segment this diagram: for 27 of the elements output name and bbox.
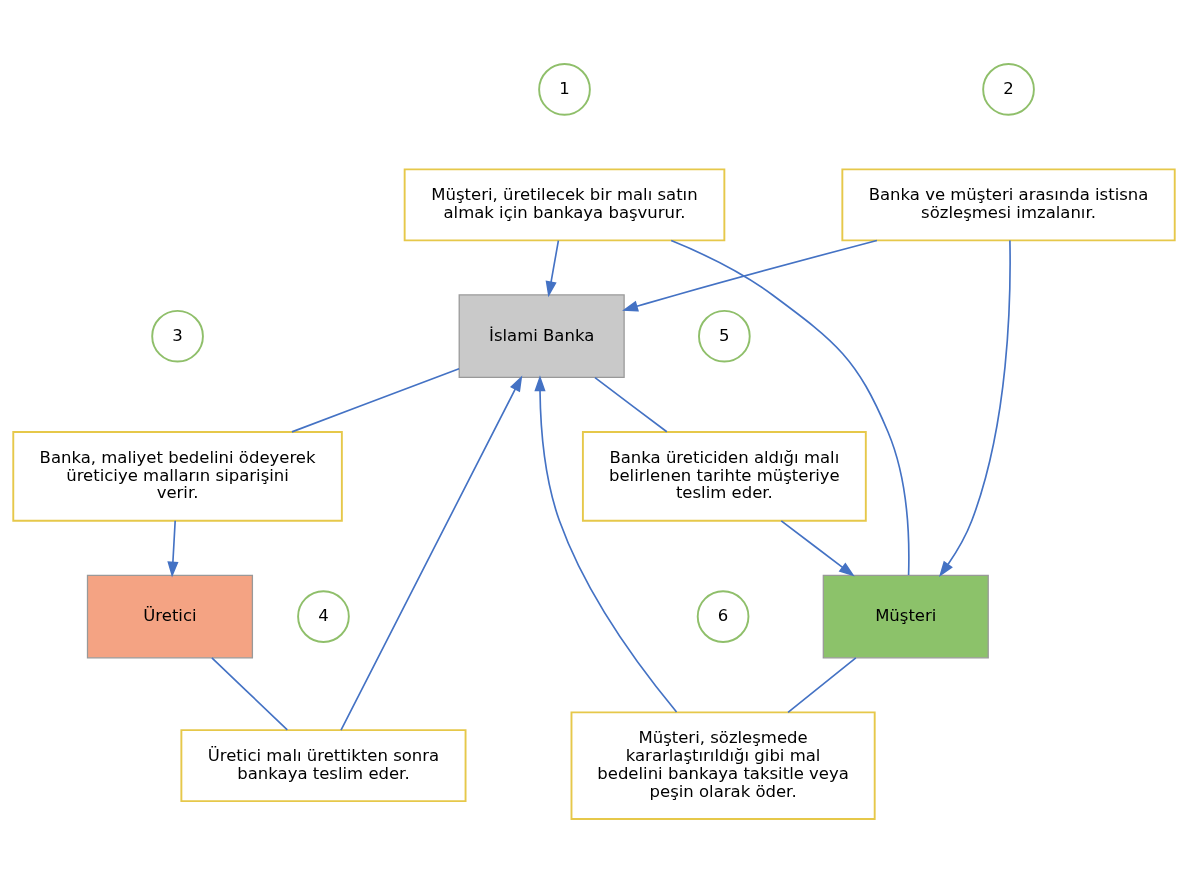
connector [594,376,668,433]
node-circle: 4 [297,589,350,643]
node-box: Müşteri [822,574,989,658]
arrow [534,374,678,713]
connector [291,367,460,433]
node-box: Banka ve müşteri arasında istisna sözleşmesi imzalanır. [841,167,1176,241]
node-box: Banka, maliyet bedelini ödeyerek üreticiye malların siparişini verir. [12,430,343,522]
node-circle: 1 [538,62,591,116]
node-box: Üretici [86,574,254,658]
node-circle: 2 [982,62,1035,116]
arrow [340,374,523,731]
arrow [939,239,1011,577]
node-circle: 3 [151,309,204,362]
node-box: Müşteri, sözleşmede kararlaştırıldığı gibi mal bedelini bankaya taksitle veya peşin olarak öder. [570,710,876,820]
node-circle: 6 [696,589,750,643]
arrow [545,239,560,297]
node-box: İslami Banka [458,293,625,378]
arrow [780,519,855,577]
node-box: Müşteri, üretilecek bir malı satın almak için bankaya başvurur. [403,167,726,241]
arrow [622,239,878,311]
arrow [167,519,179,578]
node-box: Banka üreticiden aldığı malı belirlenen tarihte müşteriye teslim eder. [581,430,867,522]
connector [670,239,910,576]
connector [211,656,289,731]
connector [787,656,857,713]
node-circle: 5 [698,309,751,362]
node-box: Üretici malı ürettikten sonra bankaya teslim eder. [180,728,467,802]
